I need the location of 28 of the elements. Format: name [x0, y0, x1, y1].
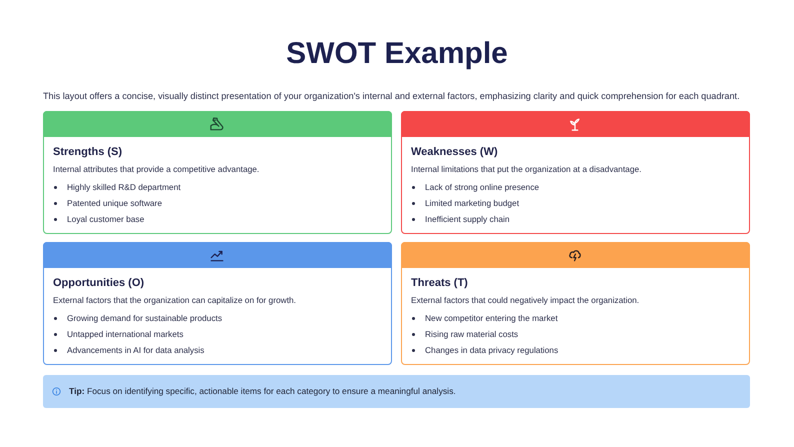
page-title: SWOT Example	[285, 36, 509, 72]
quadrant-card	[401, 242, 750, 365]
bullet-item: New competitor entering the market	[411, 313, 558, 324]
quadrant-card	[401, 111, 750, 234]
bullet-item: Rising raw material costs	[411, 329, 518, 340]
card-heading: Weaknesses (W)	[411, 146, 498, 159]
bullet-item: Loyal customer base	[53, 214, 144, 225]
quadrant-card	[43, 111, 392, 234]
card-heading: Opportunities (O)	[53, 277, 144, 290]
bullet-item: Inefficient supply chain	[411, 214, 510, 225]
bullet-item: Changes in data privacy regulations	[411, 345, 558, 356]
card-heading: Threats (T)	[411, 277, 468, 290]
quadrant-card	[43, 242, 392, 365]
card-description: External factors that the organization can capitalize on for growth.	[53, 295, 296, 306]
bullet-item: Patented unique software	[53, 198, 162, 209]
card-description: Internal attributes that provide a competitive advantage.	[53, 164, 260, 175]
bullet-item: Limited marketing budget	[411, 198, 520, 209]
tip-text: Tip: Focus on identifying specific, actionable items for each category to ensure a meaningful analysis.	[69, 385, 456, 397]
card-heading: Strengths (S)	[53, 146, 122, 159]
bullet-item: Growing demand for sustainable products	[53, 313, 222, 324]
bullet-item: Highly skilled R&D department	[53, 182, 181, 193]
bullet-item: Untapped international markets	[53, 329, 184, 340]
card-description: External factors that could negatively impact the organization.	[411, 295, 640, 306]
tip-banner	[43, 375, 750, 408]
intro-paragraph: This layout offers a concise, visually distinct presentation of your organization's internal and external factors, emphasizing clarity and quick comprehension for each quadrant.	[43, 90, 740, 102]
bullet-item: Lack of strong online presence	[411, 182, 540, 193]
bullet-item: Advancements in AI for data analysis	[53, 345, 204, 356]
card-description: Internal limitations that put the organization at a disadvantage.	[411, 164, 642, 175]
